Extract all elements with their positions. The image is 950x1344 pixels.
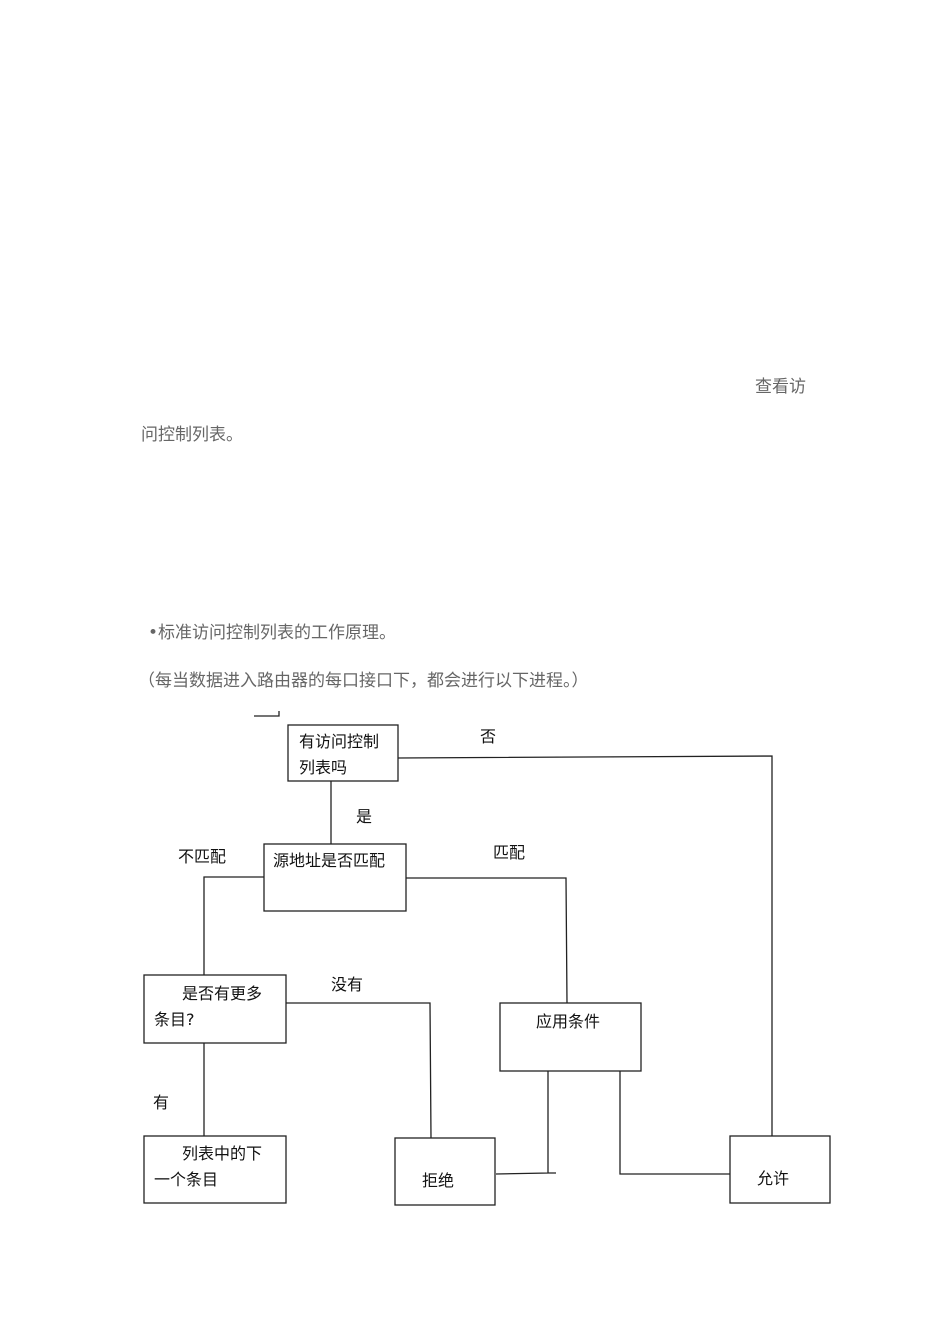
body-text-line-1: 查看访 xyxy=(755,377,806,397)
node-more-line-2: 条目? xyxy=(154,1010,195,1029)
edge-no-to-permit xyxy=(397,755,773,1136)
corner-mark xyxy=(254,711,280,717)
edge-label-no-match: 不匹配 xyxy=(178,847,226,866)
node-next-entry: 列表中的下 一个条目 xyxy=(143,1135,287,1204)
section-heading: •标准访问控制列表的工作原理。 xyxy=(148,623,397,643)
body-text-line-2: 问控制列表。 xyxy=(141,425,243,445)
edge-nomatch-to-more xyxy=(203,876,264,975)
edge-label-yes: 是 xyxy=(356,807,372,826)
node-apply-condition: 应用条件 xyxy=(499,1002,642,1072)
connectors xyxy=(203,755,773,1175)
node-src-match-label: 源地址是否匹配 xyxy=(273,851,385,870)
edge-label-no: 否 xyxy=(480,727,496,746)
node-deny-label: 拒绝 xyxy=(422,1171,454,1190)
node-next-line-2: 一个条目 xyxy=(154,1170,218,1189)
edge-none-to-deny xyxy=(286,1002,432,1139)
node-apply-label: 应用条件 xyxy=(536,1012,600,1031)
edge-apply-to-deny xyxy=(495,1071,556,1175)
node-deny: 拒绝 xyxy=(394,1137,496,1206)
node-more-line-1: 是否有更多 xyxy=(182,984,262,1003)
node-has-acl-line-2: 列表吗 xyxy=(299,758,347,777)
edge-apply-to-permit xyxy=(619,1071,730,1175)
node-permit-label: 允许 xyxy=(757,1169,789,1188)
edge-label-none: 没有 xyxy=(331,975,363,994)
node-has-acl-line-1: 有访问控制 xyxy=(299,732,379,751)
edge-match-to-apply xyxy=(406,877,568,1004)
node-next-line-1: 列表中的下 xyxy=(182,1144,262,1163)
node-permit: 允许 xyxy=(729,1135,831,1204)
process-note: （每当数据进入路由器的每口接口下，都会进行以下进程。） xyxy=(138,671,589,691)
edge-label-match: 匹配 xyxy=(493,843,525,862)
node-has-acl: 有访问控制 列表吗 xyxy=(287,724,399,782)
node-src-match: 源地址是否匹配 xyxy=(263,843,407,912)
edge-label-have: 有 xyxy=(153,1093,169,1112)
node-more-entries: 是否有更多 条目? xyxy=(143,974,287,1044)
